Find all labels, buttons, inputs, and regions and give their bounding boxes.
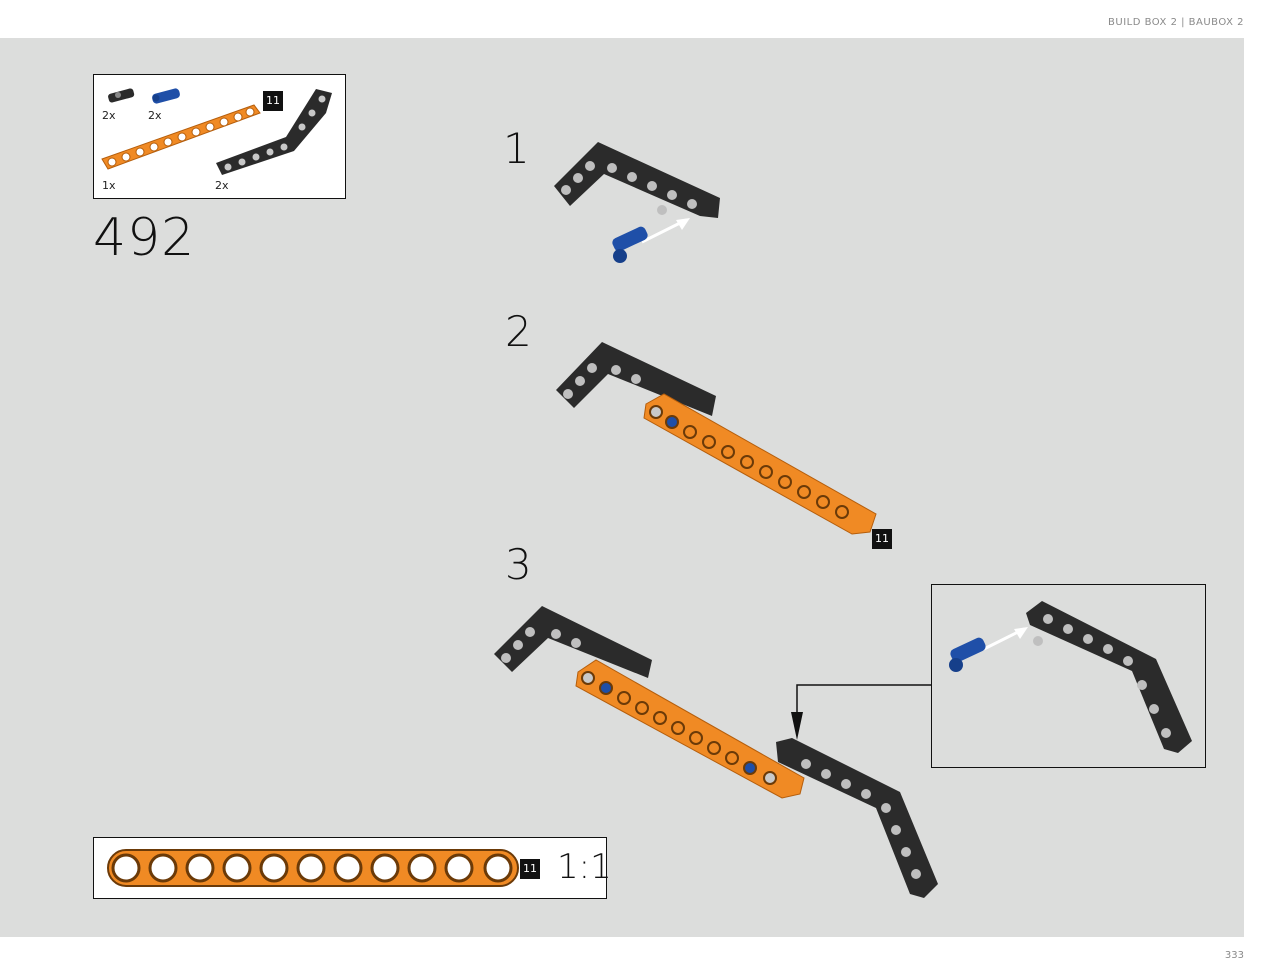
arrow-head-icon <box>676 218 690 230</box>
part-qty: 2x <box>215 179 229 192</box>
orange-beam-icon <box>101 104 261 170</box>
beam-length-badge: 11 <box>872 529 892 549</box>
black-angled-beam-icon <box>1026 601 1192 753</box>
black-pin-icon <box>108 88 135 103</box>
sub-step-label: 3 <box>505 540 532 589</box>
part-qty: 2x <box>102 109 116 122</box>
scale-label: 1:1 <box>557 847 612 887</box>
sub-step-1-illustration <box>554 142 720 263</box>
page-number: 333 <box>1224 950 1244 961</box>
part-qty: 1x <box>102 179 116 192</box>
detail-callout <box>931 584 1206 768</box>
parts-illustration <box>101 88 332 175</box>
orange-beam-actual-size <box>107 849 519 887</box>
black-angled-beam-icon <box>216 89 332 175</box>
black-angled-beam-icon <box>776 738 938 898</box>
blue-pin-icon <box>612 226 648 263</box>
blue-pin-icon <box>152 88 180 104</box>
callout-illustration <box>949 601 1192 753</box>
part-qty: 2x <box>148 109 162 122</box>
arrow-head-icon <box>1014 627 1028 639</box>
orange-beam-icon <box>643 393 877 535</box>
black-angled-beam-icon <box>556 342 716 416</box>
scale-ruler: 11 1:1 <box>93 837 612 899</box>
sub-step-2-illustration <box>556 342 877 535</box>
page-header: BUILD BOX 2 | BAUBOX 2 <box>0 0 1280 38</box>
black-angled-beam-icon <box>494 606 652 678</box>
sub-step-label: 2 <box>505 307 532 356</box>
beam-length-badge: 11 <box>263 91 283 111</box>
book-title: BUILD BOX 2 | BAUBOX 2 <box>1108 17 1244 28</box>
sub-step-label: 1 <box>503 124 530 173</box>
beam-length-badge: 11 <box>520 859 540 879</box>
step-number: 492 <box>93 208 196 268</box>
black-angled-beam-icon <box>554 142 720 218</box>
parts-list: 2x 2x 1x 2x 11 <box>93 74 346 199</box>
blue-pin-icon <box>949 637 986 672</box>
orange-beam-icon <box>575 659 805 799</box>
sub-step-3-illustration <box>494 606 938 898</box>
